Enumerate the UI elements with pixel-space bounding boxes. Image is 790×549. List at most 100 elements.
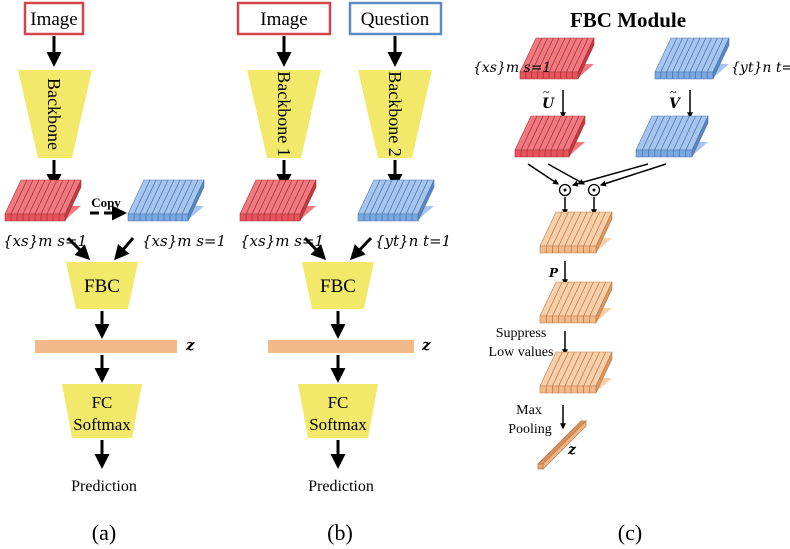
features-x-label: {xs}m s=1 [240, 232, 324, 250]
tensor-side-face [595, 211, 613, 254]
copied-feature-tensor [127, 179, 205, 222]
tensor-slice-line [660, 37, 678, 73]
tensor-slice-line [558, 211, 576, 247]
tensor-slice-line [46, 179, 64, 215]
tensor-slice-line [570, 351, 588, 387]
suppress-label: Suppress [496, 326, 547, 341]
tensor-slice-line [537, 37, 554, 73]
tensor-slice-line [695, 37, 712, 73]
tensor-slice-line [58, 179, 76, 215]
v-matrix-label: V [669, 96, 682, 112]
z-label: z [421, 336, 431, 354]
tensor-slice-line [157, 179, 175, 215]
arrow-left-to-fbc [66, 236, 91, 261]
tensor-slice-line [701, 37, 718, 73]
tensor-slice-line [387, 179, 405, 215]
tensor-slice-line [560, 37, 577, 73]
backbone-block [18, 70, 92, 158]
tensor-slice-line [245, 179, 263, 215]
softmax-label: Softmax [309, 415, 367, 434]
prediction-label: Prediction [71, 478, 137, 495]
features-y-label: {yt}n t=1 [375, 232, 451, 250]
tensor-slice-line [175, 179, 193, 215]
tensor-slice-line [133, 179, 151, 215]
tensor-slice-line [556, 115, 574, 151]
panel-c: FBC Module {xs}m s=1 {yt}n t=1 U ~ V ~ P… [473, 8, 790, 545]
tensor-slice-line [393, 179, 411, 215]
softmax-label: Softmax [73, 415, 131, 434]
tensor-slice-line [40, 179, 58, 215]
backbone1-label: Backbone 1 [274, 71, 294, 156]
tensor-slice-line [552, 211, 569, 247]
fbc-block [66, 262, 138, 309]
tensor-slice-line [550, 115, 568, 151]
fc-softmax-block [62, 384, 142, 438]
tensor-side-face [577, 37, 595, 80]
arrow-x-to-hadamard1 [527, 163, 559, 185]
suppressed-feature-tensor [539, 351, 613, 394]
tensor-slice-line [583, 211, 600, 247]
question-feature-tensor [357, 179, 435, 222]
image-input-box [236, 1, 332, 36]
pooled-z-vector [537, 420, 587, 470]
tensor-slice-line [641, 115, 659, 151]
tensor-front-face [539, 315, 597, 324]
z-vector-bar [268, 340, 414, 353]
tensor-slice-line [552, 351, 569, 387]
tensor-slice-line [564, 351, 582, 387]
y-input-label: {yt}n t=1 [731, 60, 790, 76]
tensor-slice-line [660, 115, 678, 151]
u-matrix-label: U [542, 96, 555, 112]
tensor-slice-line [558, 351, 576, 387]
tensor-slice-line [269, 179, 287, 215]
image-feature-tensor [239, 179, 317, 222]
tensor-side-face [64, 179, 82, 222]
tensor-slice-line [564, 211, 582, 247]
tensor-slice-line [706, 37, 724, 73]
tensor-slice-line [28, 179, 46, 215]
tensor-slice-line [679, 115, 696, 151]
tensor-slice-line [526, 115, 544, 151]
arrow-right-to-fbc [114, 237, 135, 261]
tensor-slice-line [683, 37, 701, 73]
x-projected-tensor [514, 115, 586, 158]
hadamard-product-dot-1 [563, 188, 567, 192]
tensor-slice-line [151, 179, 169, 215]
tensor-slice-line [542, 37, 560, 73]
tensor-slice-line [139, 179, 157, 215]
tensor-slice-line [399, 179, 417, 215]
panel-a: Image Backbone Copy {xs}m s=1 {xs}m s=1 … [3, 1, 226, 545]
low-values-label: Low values [489, 345, 554, 360]
tensor-slice-line [369, 179, 387, 215]
tensor-slice-line [666, 115, 684, 151]
tensor-slice-line [589, 351, 607, 387]
fc-softmax-block [298, 384, 378, 438]
fc-label: FC [92, 393, 113, 412]
tensor-slice-line [552, 281, 569, 317]
tensor-slice-line [558, 281, 576, 317]
tensor-slice-line [545, 281, 563, 317]
tensor-slice-line [689, 37, 707, 73]
fbc-module-title: FBC Module [570, 8, 686, 32]
pooling-label: Pooling [508, 422, 552, 437]
backbone1-block [247, 70, 321, 158]
tensor-slice-line [34, 179, 52, 215]
caption-b: (b) [327, 520, 353, 545]
tensor-slice-line [677, 37, 695, 73]
hadamard-product-dot-2 [592, 188, 596, 192]
image-input-label: Image [260, 9, 307, 30]
tensor-side-face [187, 179, 205, 222]
tensor-slice-line [532, 115, 550, 151]
tensor-slice-line [672, 37, 689, 73]
tensor-slice-line [562, 115, 580, 151]
tensor-slice-line [544, 115, 562, 151]
tensor-slice-line [570, 281, 588, 317]
fc-label: FC [328, 393, 349, 412]
tensor-side-face [712, 37, 730, 80]
image-input-label: Image [30, 9, 77, 30]
tensor-side-face [595, 281, 613, 324]
tensor-front-face [539, 245, 597, 254]
image-input-box [23, 1, 85, 36]
tensor-slice-line [576, 351, 594, 387]
